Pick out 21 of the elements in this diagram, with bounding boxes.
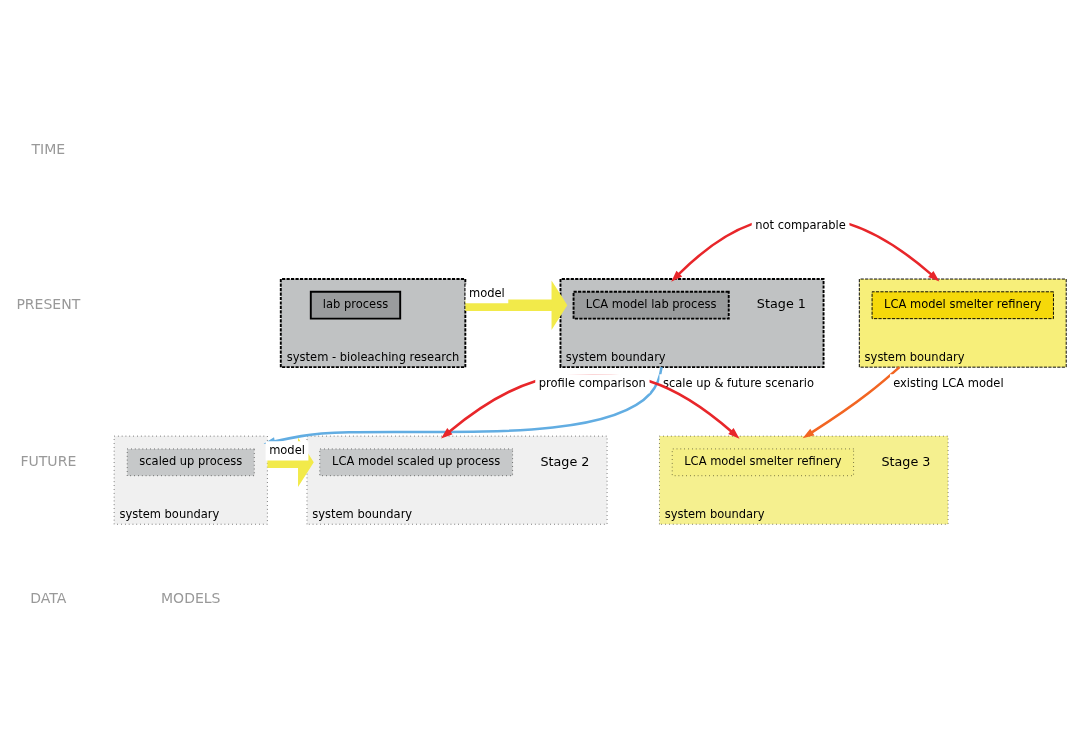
node-box: scaled up process: [126, 448, 255, 477]
label: FUTURE: [20, 452, 77, 469]
node-label: Stage 3: [881, 453, 931, 469]
node-box: lab process: [309, 290, 402, 320]
edge-label: profile comparison: [538, 375, 646, 390]
edge-label: existing LCA model: [893, 375, 1004, 390]
node-box: LCA model smelter refinery: [871, 291, 1054, 320]
label: PRESENT: [16, 295, 81, 312]
label: MODELS: [160, 589, 221, 606]
node-box: LCA model lab process: [572, 290, 730, 320]
edge-label: not comparable: [755, 218, 846, 233]
edge-label: model: [469, 285, 505, 300]
edge-label: scale up & future scenario: [662, 375, 814, 390]
node-box: LCA model smelter refinery: [671, 448, 854, 477]
edge-label: model: [269, 442, 305, 457]
label: DATA: [30, 589, 67, 606]
arrow: [802, 366, 901, 439]
node-label: Stage 1: [756, 296, 806, 312]
node-box: LCA model scaled up process: [319, 448, 513, 477]
node-label: Stage 2: [540, 453, 590, 469]
label: TIME: [31, 140, 66, 157]
